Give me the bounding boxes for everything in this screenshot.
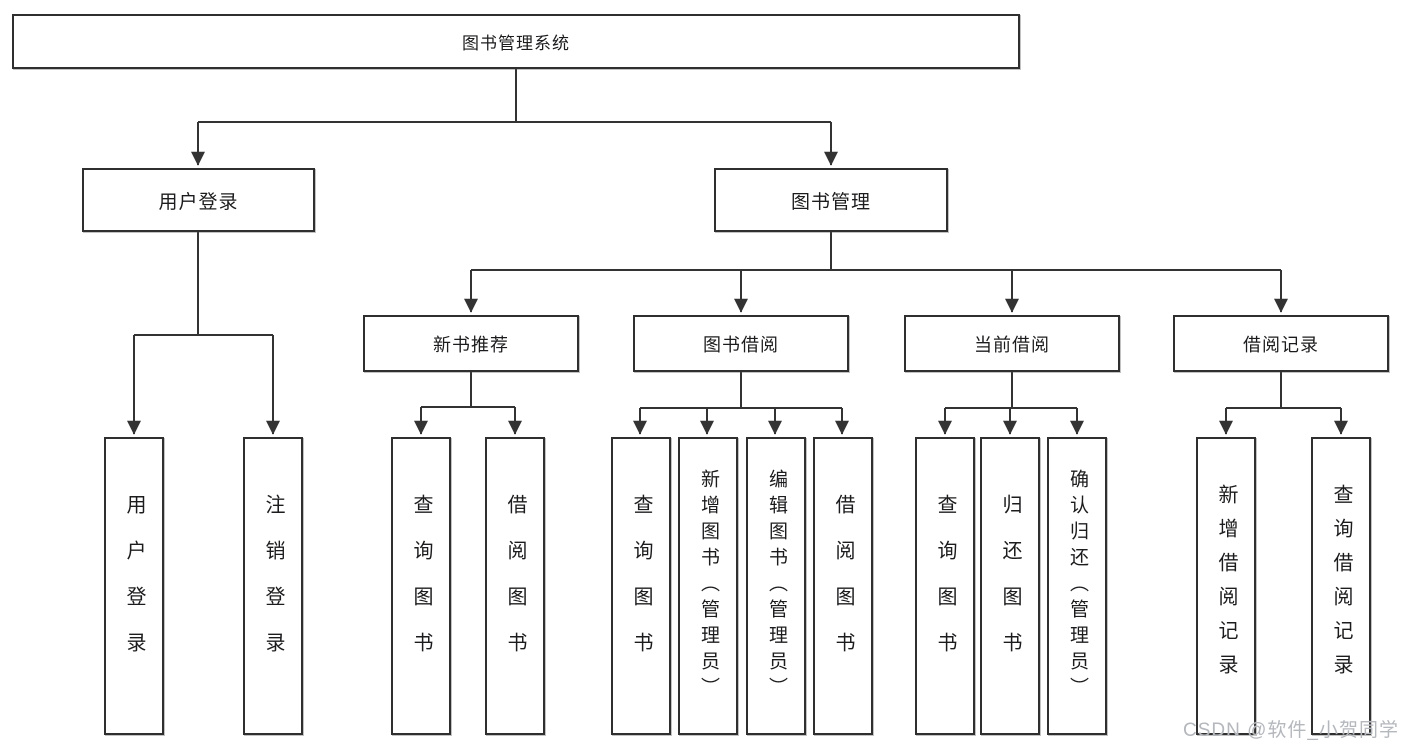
leaf-edit-book-admin: 编辑图书（管理员） bbox=[746, 437, 806, 735]
leaf-return-books: 归还图书 bbox=[980, 437, 1040, 735]
leaf-borrow-books-borrowing: 借阅图书 bbox=[813, 437, 873, 735]
leaf-confirm-return-admin: 确认归还（管理员） bbox=[1047, 437, 1107, 735]
leaf-query-books-current: 查询图书 bbox=[915, 437, 975, 735]
leaf-add-book-admin: 新增图书（管理员） bbox=[678, 437, 738, 735]
node-user-login-branch: 用户登录 bbox=[82, 168, 315, 232]
node-current-borrowing: 当前借阅 bbox=[904, 315, 1120, 372]
node-library-management-system: 图书管理系统 bbox=[12, 14, 1020, 69]
node-book-borrowing: 图书借阅 bbox=[633, 315, 849, 372]
leaf-query-borrow-record: 查询借阅记录 bbox=[1311, 437, 1371, 735]
leaf-user-login: 用户登录 bbox=[104, 437, 164, 735]
node-book-management-branch: 图书管理 bbox=[714, 168, 948, 232]
node-borrowing-records: 借阅记录 bbox=[1173, 315, 1389, 372]
leaf-query-books-recommend: 查询图书 bbox=[391, 437, 451, 735]
leaf-logout: 注销登录 bbox=[243, 437, 303, 735]
leaf-add-borrow-record: 新增借阅记录 bbox=[1196, 437, 1256, 735]
leaf-borrow-books-recommend: 借阅图书 bbox=[485, 437, 545, 735]
leaf-query-books-borrowing: 查询图书 bbox=[611, 437, 671, 735]
node-new-book-recommendation: 新书推荐 bbox=[363, 315, 579, 372]
csdn-watermark: CSDN @软件_小贺同学 bbox=[1183, 720, 1399, 741]
